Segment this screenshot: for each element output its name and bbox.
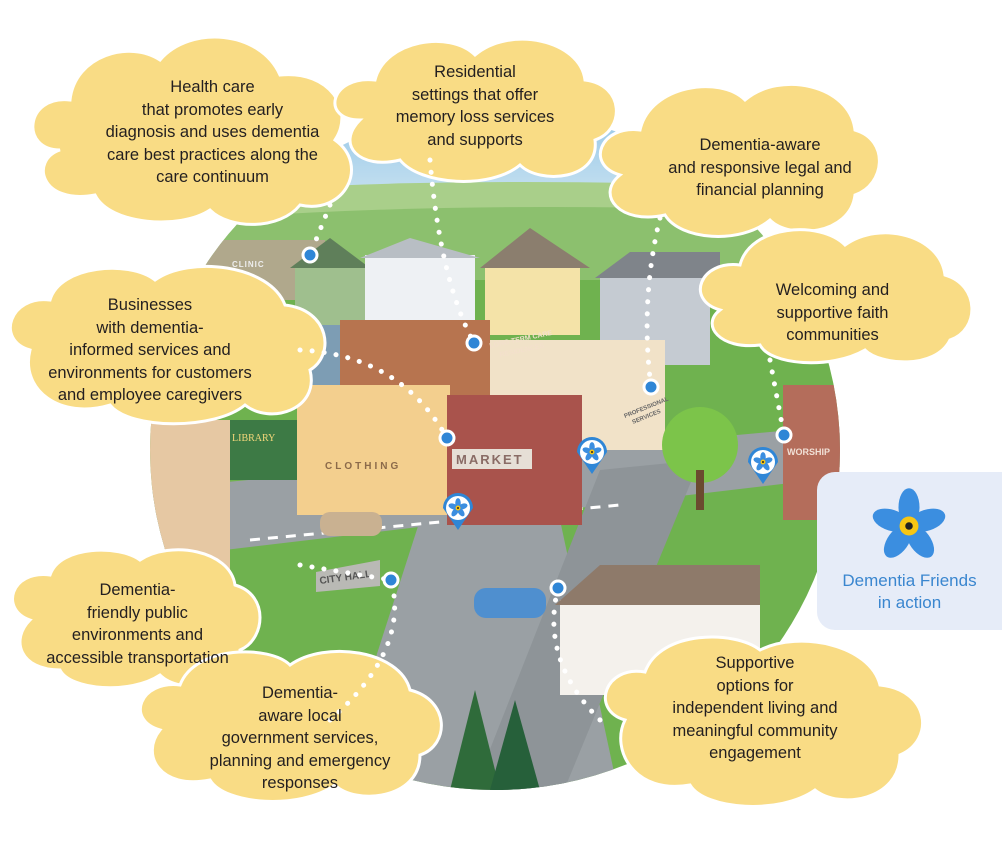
forget-me-not-flower-icon xyxy=(869,488,949,563)
callout-line: meaningful community xyxy=(672,721,838,740)
callout-line: engagement xyxy=(709,744,801,763)
worship-sign: WORSHIP xyxy=(787,447,830,457)
callout-line: care best practices along the xyxy=(107,145,318,164)
callout-line: accessible transportation xyxy=(46,648,229,667)
callout-line: with dementia- xyxy=(96,318,204,337)
callout-line: friendly public xyxy=(87,603,188,622)
legend-line: Dementia Friends xyxy=(842,571,977,590)
callout-line: financial planning xyxy=(696,181,824,200)
dotted-connectors xyxy=(297,157,787,723)
market-sign: MARKET xyxy=(456,452,524,467)
clinic-sign: CLINIC xyxy=(232,260,265,269)
callout-line: Supportive xyxy=(715,654,795,672)
callout-line: care continuum xyxy=(156,168,269,187)
callout-line: informed services and xyxy=(69,341,231,360)
callout-local-government: Dementia-aware local government services,… xyxy=(185,682,415,795)
callout-line: Dementia- xyxy=(99,581,176,599)
callout-line: and employee caregivers xyxy=(57,386,243,405)
callout-line: Residential xyxy=(434,63,516,81)
legend-box: Dementia Friends in action xyxy=(817,472,1002,630)
location-markers xyxy=(301,246,793,597)
callout-line: diagnosis and uses dementia xyxy=(105,123,320,142)
callout-legal-financial: Dementia-aware and responsive legal and fi… xyxy=(640,134,880,202)
callout-line: Businesses xyxy=(107,296,193,314)
callout-line: Welcoming and xyxy=(775,281,890,299)
callout-line: options for xyxy=(716,676,794,695)
callout-line: Dementia- xyxy=(261,684,339,702)
callout-line: that promotes early xyxy=(141,100,284,119)
callout-line: planning and emergency xyxy=(209,751,391,770)
callout-line: Health care xyxy=(170,78,255,96)
library-sign: LIBRARY xyxy=(232,433,275,444)
callout-line: memory loss services xyxy=(395,108,555,127)
legend-line: in action xyxy=(877,593,942,612)
callout-line: responses xyxy=(261,774,339,793)
callout-line: Dementia-aware xyxy=(699,136,821,154)
callout-line: settings that offer xyxy=(411,85,539,104)
callout-line: independent living and xyxy=(672,699,838,718)
callout-public-environments: Dementia-friendly public environments and… xyxy=(20,579,255,669)
callout-faith: Welcoming and supportive faith communities xyxy=(740,279,925,347)
callout-line: environments for customers xyxy=(48,363,252,382)
clothing-sign: CLOTHING xyxy=(325,461,401,472)
callout-line: supportive faith xyxy=(776,303,889,322)
callout-residential: Residential settings that offer memory los… xyxy=(375,61,575,151)
town-scene: CLINIC LONG TERM CARE RESIDENCES PROFESS… xyxy=(150,110,840,790)
callout-line: and supports xyxy=(427,130,523,149)
callout-businesses: Businesses with dementia-informed service… xyxy=(15,294,285,407)
callout-line: aware local xyxy=(258,706,342,725)
callout-line: government services, xyxy=(221,729,379,748)
dementia-friends-pins xyxy=(443,437,778,530)
callout-line: communities xyxy=(786,326,879,345)
legend-label: Dementia Friends in action xyxy=(817,570,1002,614)
callout-line: environments and xyxy=(71,626,204,645)
callout-line: and responsive legal and xyxy=(668,158,852,177)
callout-independent-living: Supportive options for independent living … xyxy=(645,652,865,765)
callout-clouds xyxy=(8,35,974,808)
callout-health-care: Health care that promotes early diagnosis … xyxy=(60,76,365,189)
